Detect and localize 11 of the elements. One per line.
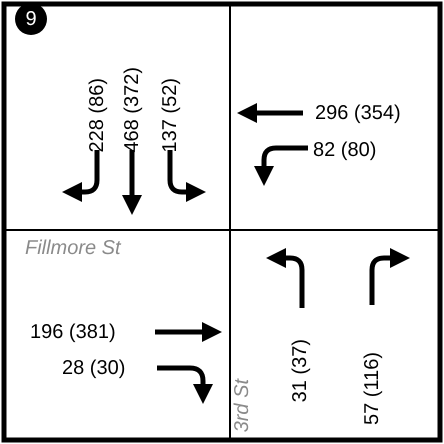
street-name: 3rd St (231, 379, 253, 432)
volume-label: 196 (381) (30, 321, 116, 343)
volume-label: 296 (354) (315, 102, 401, 124)
street-name: Fillmore St (25, 237, 121, 259)
volume-label: 228 (86) (86, 78, 108, 152)
volume-label: 82 (80) (313, 139, 376, 161)
volume-label: 31 (37) (289, 339, 311, 402)
volume-label: 137 (52) (159, 78, 181, 152)
volume-label: 468 (372) (121, 67, 143, 153)
volume-label: 28 (30) (62, 357, 126, 379)
volume-label: 57 (116) (361, 352, 383, 426)
